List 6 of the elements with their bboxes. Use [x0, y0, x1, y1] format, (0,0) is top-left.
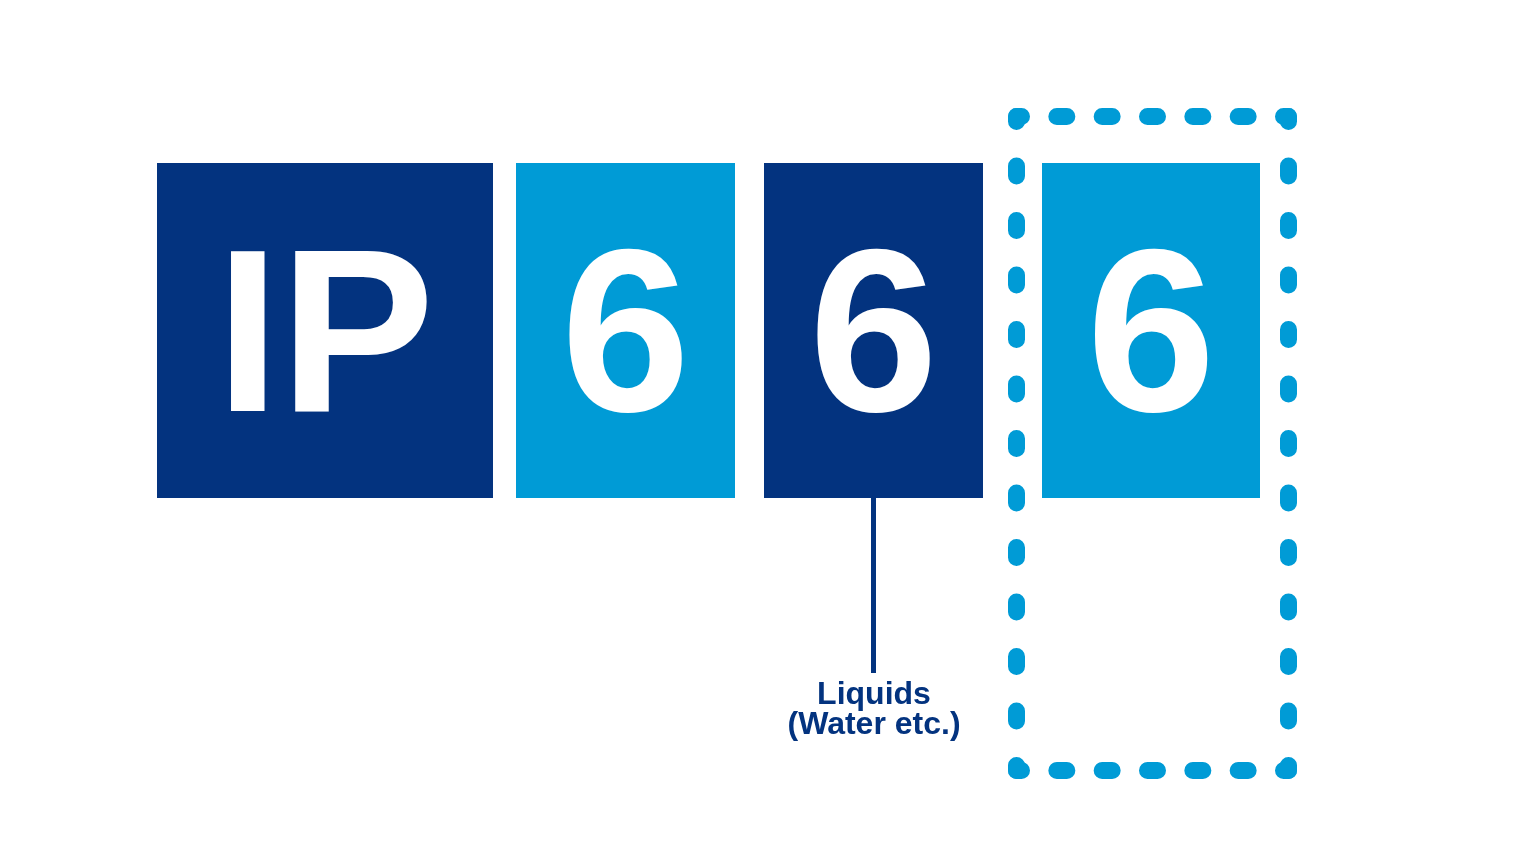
- digit-box: 6: [1042, 163, 1260, 498]
- digit-box: 6: [764, 163, 983, 498]
- leader-line: [871, 498, 876, 673]
- digit-box: 6: [516, 163, 735, 498]
- ip-prefix-box: IP: [157, 163, 493, 498]
- leader-label: Liquids (Water etc.): [779, 678, 969, 740]
